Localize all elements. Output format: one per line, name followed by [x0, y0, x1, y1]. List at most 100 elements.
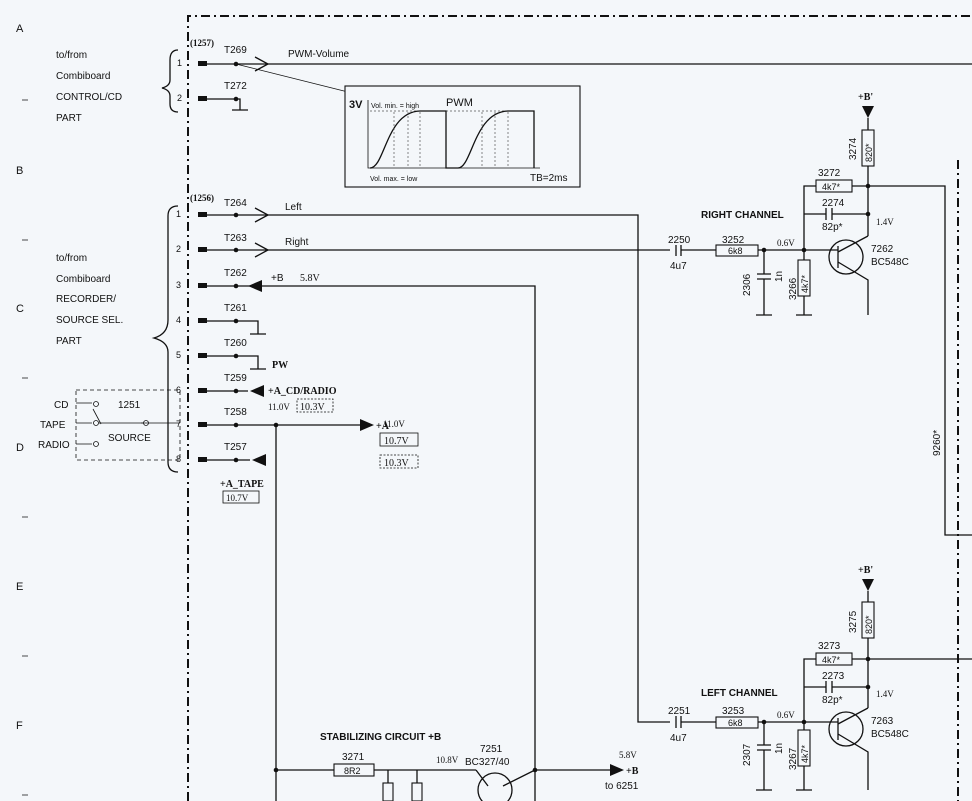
test-point-label: T264	[224, 198, 247, 209]
pin-number: 7	[176, 419, 181, 429]
pwm-inset-frame	[344, 85, 581, 188]
c-in-ref: 2250	[668, 235, 691, 246]
pin-number: 8	[176, 454, 181, 464]
c-shunt-value: 1n	[774, 271, 785, 282]
pin-terminal	[198, 61, 207, 66]
signal-label-a: +A	[376, 421, 390, 432]
group-label-line: PART	[56, 113, 82, 124]
r-col-ref: 3275	[848, 610, 859, 633]
board-outline	[187, 15, 972, 801]
r-bias-value: 4k7*	[800, 744, 810, 763]
transistor-7262	[828, 239, 864, 275]
test-point-label: T272	[224, 81, 247, 92]
signal-label-right: Right	[285, 237, 309, 248]
stabilizer-title: STABILIZING CIRCUIT +B	[320, 732, 441, 743]
row-marker-c: C	[16, 303, 24, 315]
stab-output: +B	[626, 766, 639, 777]
pin-number: 4	[176, 315, 181, 325]
resistor-3266	[797, 259, 811, 297]
right-channel-title: RIGHT CHANNEL	[701, 210, 784, 221]
transistor-type: BC548C	[871, 257, 909, 268]
right-supply: +B'	[858, 92, 873, 103]
voltage-stab-in: 10.8V	[436, 755, 459, 765]
transistor-7251	[477, 772, 513, 801]
r-fb-value: 4k7*	[822, 182, 841, 192]
group-brace	[161, 49, 179, 113]
left-channel: LEFT CHANNEL 2251 4u7 3253 6k8 0.6V 2307…	[668, 565, 972, 791]
signal-label-cd-radio: +A_CD/RADIO	[268, 386, 337, 397]
voltage-right-base: 0.6V	[777, 238, 795, 248]
r-bias-value: 4k7*	[800, 274, 810, 293]
resistor-3272	[815, 179, 853, 193]
pin-number: 1	[177, 58, 182, 68]
capacitor-2274	[825, 208, 833, 220]
resistor-3267	[797, 729, 811, 767]
switch-name: SOURCE	[108, 433, 151, 444]
resistor-3273	[815, 652, 853, 666]
pin-terminals	[198, 212, 279, 463]
stabilizing-circuit: STABILIZING CIRCUIT +B 3271 8R2 10.8V 72…	[273, 732, 639, 801]
capacitor-2250	[675, 245, 682, 256]
voltage-left-collector: 1.4V	[876, 689, 894, 699]
voltage-tape: 10.7V	[226, 493, 249, 503]
signal-arrow	[254, 56, 270, 72]
stab-resistor-value: 8R2	[344, 766, 361, 776]
voltage-left-base: 0.6V	[777, 710, 795, 720]
ground-symbol	[207, 98, 248, 111]
stab-resistor-ref: 3271	[342, 752, 365, 763]
link-ref-9260: 9260*	[932, 430, 943, 456]
r-in-ref: 3252	[722, 235, 745, 246]
row-marker-b: B	[16, 165, 23, 177]
r-fb-value: 4k7*	[822, 655, 841, 665]
pwm-inset: 3V PWM Vol. min. = high Vol. max. = low …	[344, 85, 581, 188]
r-in-value: 6k8	[728, 718, 743, 728]
c-in-value: 4u7	[670, 733, 687, 744]
pwm-bottom-note: Vol. max. = low	[370, 176, 418, 183]
row-markers: A B C D E F	[16, 23, 28, 796]
voltage-a-c: 10.3V	[384, 458, 410, 469]
r-col-value: 820*	[864, 615, 874, 634]
pin-number: 2	[177, 93, 182, 103]
pin-terminal	[198, 96, 207, 101]
row-marker-d: D	[16, 442, 24, 454]
group-label-line: Combiboard	[56, 71, 110, 82]
c-fb-ref: 2273	[822, 671, 845, 682]
transistor-ref: 7263	[871, 716, 894, 727]
resistor-3271	[333, 763, 375, 777]
group-label-line: CONTROL/CD	[56, 92, 122, 103]
transistor-ref: 7262	[871, 244, 894, 255]
c-fb-value: 82p*	[822, 222, 843, 233]
stab-to: to 6251	[605, 781, 639, 792]
signal-label-left: Left	[285, 202, 302, 213]
c-fb-value: 82p*	[822, 695, 843, 706]
pin-number: 1	[176, 209, 181, 219]
resistor-3274	[861, 129, 875, 167]
transistor-type: BC548C	[871, 729, 909, 740]
stab-transistor-type: BC327/40	[465, 757, 510, 768]
b-supply-line	[207, 285, 536, 801]
r-bias-ref: 3267	[788, 747, 799, 770]
pwm-title: PWM	[446, 97, 473, 109]
connector-ref: (1256)	[190, 193, 214, 203]
group-label-line: to/from	[56, 50, 87, 61]
voltage-cd-radio-a: 11.0V	[268, 402, 290, 412]
test-point-label: T263	[224, 233, 247, 244]
pwm-y-label: 3V	[349, 99, 363, 111]
c-shunt-ref: 2306	[742, 273, 753, 296]
pwm-axes	[367, 100, 540, 169]
switch-pos-tape: TAPE	[40, 420, 66, 431]
test-point-label: T260	[224, 338, 247, 349]
test-point-label: T258	[224, 407, 247, 418]
ground-symbol	[207, 320, 266, 335]
test-point-label: T259	[224, 373, 247, 384]
voltage-a-a: 11.0V	[383, 419, 405, 429]
test-point-label: T262	[224, 268, 247, 279]
row-marker-f: F	[16, 720, 23, 732]
connector-1257: (1257) to/from Combiboard CONTROL/CD PAR…	[56, 38, 972, 124]
signal-label-b: +B	[271, 273, 284, 284]
right-channel: RIGHT CHANNEL 2250 4u7 3252 6k8 0.6V 230…	[668, 92, 972, 536]
r-fb-ref: 3272	[818, 168, 841, 179]
group-label-line: to/from	[56, 253, 87, 264]
voltage-b: 5.8V	[300, 273, 321, 284]
voltage-cd-radio-b: 10.3V	[300, 402, 326, 413]
